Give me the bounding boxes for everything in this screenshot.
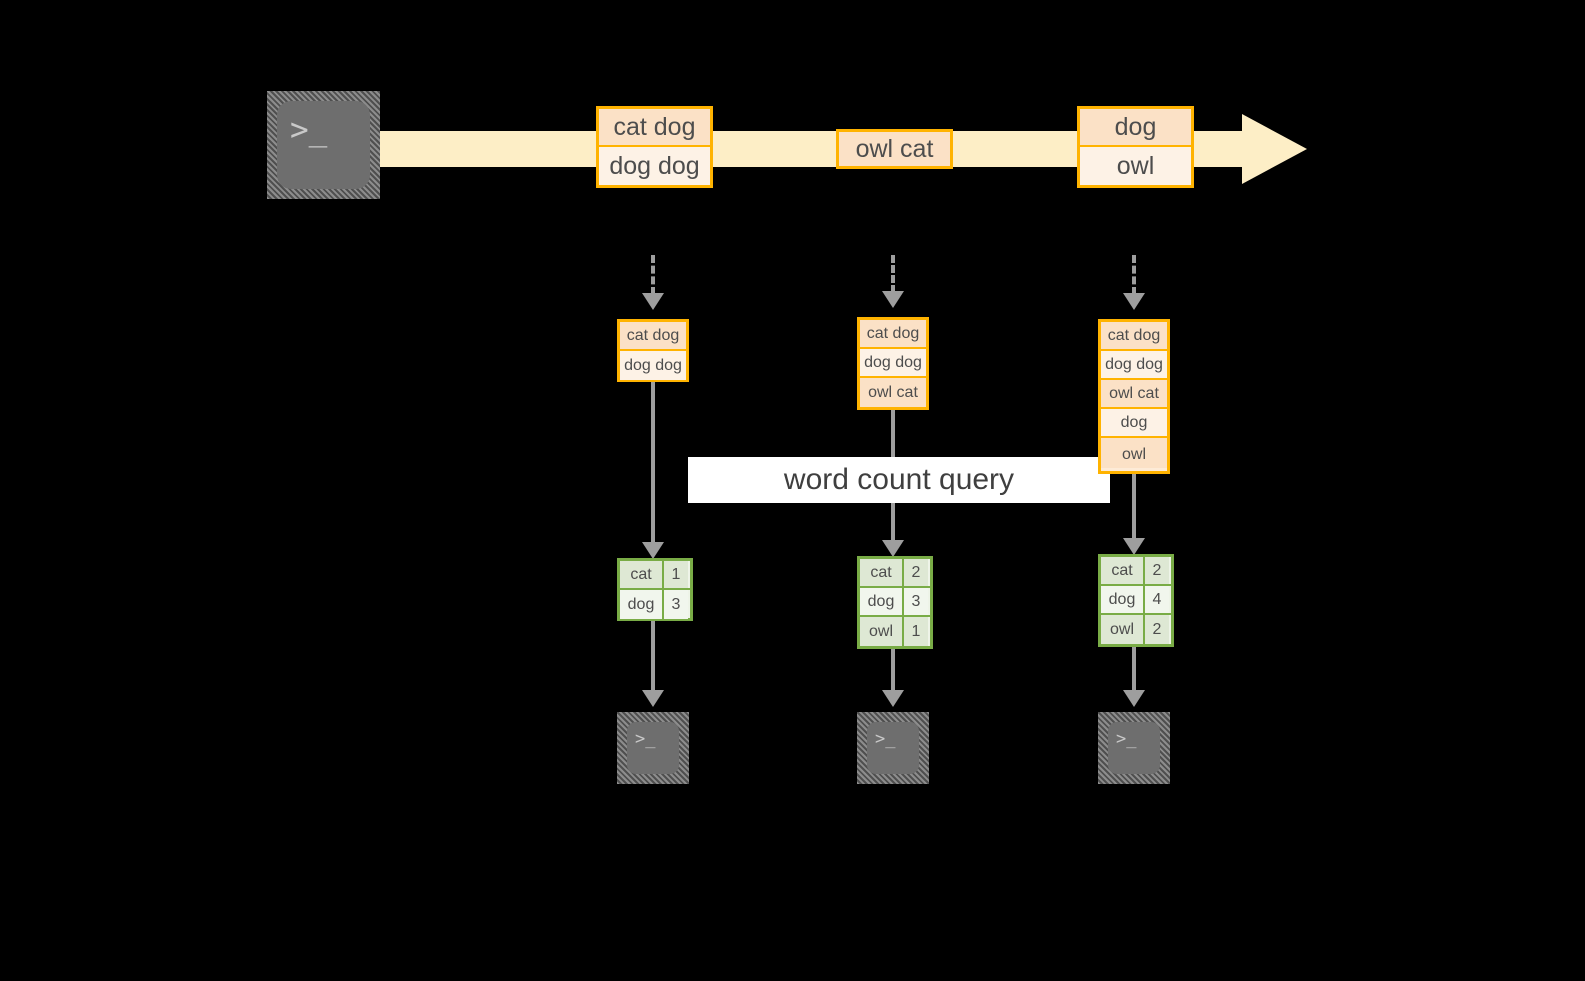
trigger-2-dashed-connector: [891, 255, 895, 293]
trigger-1-query-connector: [651, 382, 655, 554]
result-value: 2: [904, 559, 928, 586]
result-value: 1: [664, 561, 688, 588]
trigger-3-input-stack-overlay: owl: [1098, 441, 1170, 474]
record-line: owl cat: [1101, 380, 1167, 409]
record-line: owl cat: [839, 132, 950, 166]
terminal-screen: >_: [627, 722, 679, 774]
trigger-3-sink-arrowhead: [1123, 690, 1145, 707]
trigger-2-dashed-arrowhead: [882, 291, 904, 308]
trigger-3-dashed-connector: [1132, 255, 1136, 295]
trigger-1-result-table: cat 1 dog 3: [617, 558, 693, 621]
trigger-1-sink-terminal-icon[interactable]: >_: [617, 712, 689, 784]
result-value: 3: [904, 588, 928, 615]
trigger-1-input-stack: cat dog dog dog: [617, 319, 689, 382]
record-line: owl: [1101, 441, 1167, 468]
result-key: cat: [620, 561, 664, 588]
table-row: dog 3: [860, 588, 930, 617]
trigger-3-sink-terminal-icon[interactable]: >_: [1098, 712, 1170, 784]
trigger-3-query-connector: [1132, 474, 1136, 552]
trigger-2-result-table: cat 2 dog 3 owl 1: [857, 556, 933, 649]
trigger-1-dashed-connector: [651, 255, 655, 295]
table-row: cat 1: [620, 561, 690, 590]
table-row: cat 2: [860, 559, 930, 588]
result-key: cat: [1101, 557, 1145, 584]
table-row: dog 3: [620, 590, 690, 619]
result-value: 1: [904, 617, 928, 646]
result-key: cat: [860, 559, 904, 586]
trigger-2-query-arrowhead: [882, 540, 904, 557]
stream-record-batch-2: owl cat: [836, 129, 953, 169]
record-line: cat dog: [620, 322, 686, 351]
trigger-3-query-arrowhead: [1123, 538, 1145, 555]
source-terminal-icon[interactable]: >_: [267, 91, 380, 199]
record-line: cat dog: [1101, 322, 1167, 351]
result-key: owl: [860, 617, 904, 646]
record-line: dog: [1080, 109, 1191, 147]
table-row: owl 1: [860, 617, 930, 646]
result-value: 2: [1145, 615, 1169, 644]
trigger-2-sink-terminal-icon[interactable]: >_: [857, 712, 929, 784]
trigger-3-result-table: cat 2 dog 4 owl 2: [1098, 554, 1174, 647]
terminal-screen: >_: [277, 101, 370, 189]
stream-record-batch-1: cat dog dog dog: [596, 106, 713, 188]
table-row: dog 4: [1101, 586, 1171, 615]
record-line: cat dog: [860, 320, 926, 349]
stream-record-batch-3: dog owl: [1077, 106, 1194, 188]
result-value: 4: [1145, 586, 1169, 613]
trigger-1-sink-connector: [651, 621, 655, 694]
result-key: dog: [860, 588, 904, 615]
terminal-prompt-glyph: >_: [290, 112, 328, 148]
trigger-3-sink-connector: [1132, 647, 1136, 694]
terminal-prompt-glyph: >_: [875, 729, 896, 749]
trigger-1-sink-arrowhead: [642, 690, 664, 707]
table-row: cat 2: [1101, 557, 1171, 586]
record-line: dog dog: [599, 147, 710, 185]
trigger-2-sink-connector: [891, 649, 895, 694]
record-line: dog: [1101, 409, 1167, 438]
record-line: owl: [1080, 147, 1191, 185]
record-line: dog dog: [1101, 351, 1167, 380]
result-key: dog: [1101, 586, 1145, 613]
record-line: dog dog: [860, 349, 926, 378]
query-label-text: word count query: [783, 463, 1015, 496]
trigger-2-input-stack: cat dog dog dog owl cat: [857, 317, 929, 410]
trigger-1-query-arrowhead: [642, 542, 664, 559]
result-key: owl: [1101, 615, 1145, 644]
result-value: 2: [1145, 557, 1169, 584]
terminal-screen: >_: [867, 722, 919, 774]
record-line: dog dog: [620, 351, 686, 380]
record-line: owl cat: [860, 378, 926, 407]
terminal-prompt-glyph: >_: [1116, 729, 1137, 749]
terminal-screen: >_: [1108, 722, 1160, 774]
trigger-1-dashed-arrowhead: [642, 293, 664, 310]
trigger-3-dashed-arrowhead: [1123, 293, 1145, 310]
terminal-prompt-glyph: >_: [635, 729, 656, 749]
stream-arrow-head: [1242, 114, 1307, 184]
query-label: word count query: [688, 457, 1110, 503]
trigger-2-sink-arrowhead: [882, 690, 904, 707]
result-value: 3: [664, 590, 688, 619]
result-key: dog: [620, 590, 664, 619]
record-line: cat dog: [599, 109, 710, 147]
table-row: owl 2: [1101, 615, 1171, 644]
